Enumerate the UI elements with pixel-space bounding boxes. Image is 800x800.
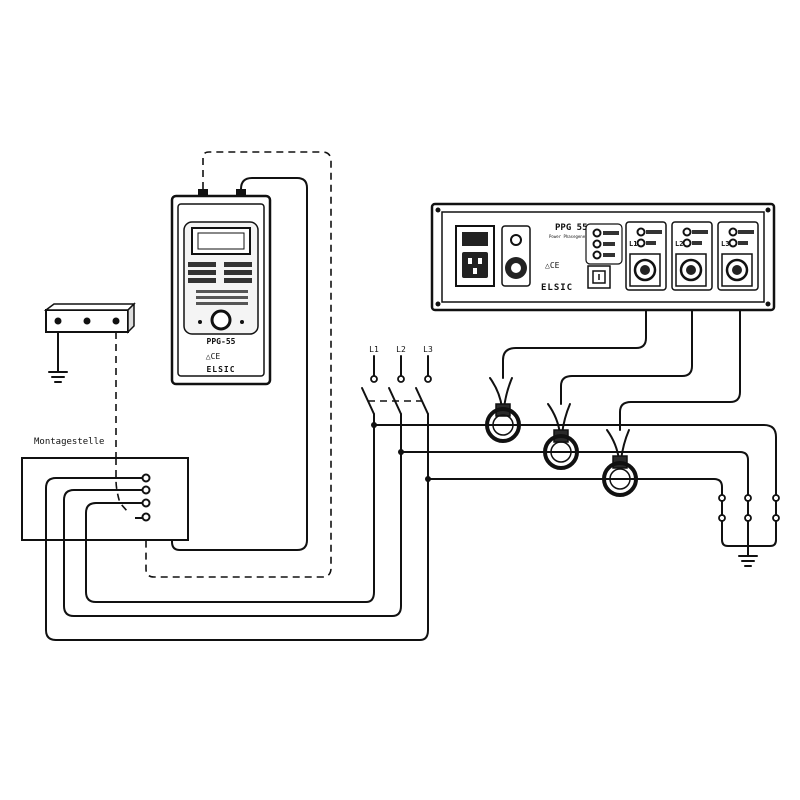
ground-terminal-bar	[43, 302, 136, 383]
current-clamp-l2	[543, 403, 579, 470]
indicator-group	[585, 223, 623, 289]
bus-line-l1	[373, 424, 777, 496]
handheld-model-label: PPG-55	[207, 337, 236, 346]
generator-model-label: PPG 55	[555, 223, 588, 233]
current-clamp-l1	[485, 377, 521, 443]
clamp-cable-l1	[502, 307, 647, 379]
handheld-brand-label: ELSIC	[206, 365, 235, 374]
bus-line-l3	[427, 478, 723, 496]
bus-line-l2	[400, 451, 749, 496]
phase-wire-l2	[63, 424, 402, 617]
clamp-cable-l2	[560, 307, 693, 405]
channel-label: L2	[675, 240, 683, 248]
rotary-knob	[210, 309, 232, 331]
generator-ce-mark: △CE	[545, 261, 560, 270]
terminal-screw	[112, 317, 120, 325]
generator-subtitle: Power Phasegenerator	[549, 234, 598, 239]
terminal-screw	[54, 317, 62, 325]
fuse-and-socket	[501, 225, 531, 287]
handheld-connector	[236, 189, 246, 196]
channel-module-l2: L2	[671, 221, 713, 291]
power-inlet	[455, 225, 495, 287]
generator-brand-label: ELSIC	[541, 283, 573, 293]
handheld-device: PPG-55 △CE ELSIC	[170, 189, 272, 386]
display-screen	[191, 227, 251, 255]
mount-point-box	[21, 457, 189, 541]
channel-module-l1: L1	[625, 221, 667, 291]
current-clamp-l3	[602, 429, 638, 497]
ground-symbol	[738, 555, 758, 567]
load-terminals	[718, 494, 780, 567]
clamp-cable-l3	[619, 307, 741, 431]
button-grid	[188, 262, 252, 305]
phase-bus	[371, 422, 777, 496]
handheld-ce-mark: △CE	[206, 352, 221, 361]
channel-module-l3: L3	[717, 221, 759, 291]
mount-point-terminals	[135, 473, 151, 522]
mount-point-label: Montagestelle	[34, 437, 104, 447]
ground-symbol	[48, 371, 68, 383]
handheld-connector	[198, 189, 208, 196]
terminal-screw	[83, 317, 91, 325]
dashed-sense-wire	[145, 151, 332, 578]
generator-panel: PPG 55 Power Phasegenerator △CE ELSIC L1	[430, 202, 776, 312]
phase-label-l2: L2	[396, 345, 406, 354]
phase-wire-l1	[85, 424, 375, 603]
phase-switch: L1 L2 L3	[361, 345, 433, 427]
phase-label-l1: L1	[369, 345, 379, 354]
channel-label: L3	[721, 240, 729, 248]
phase-wire-l3	[45, 424, 429, 641]
phase-label-l3: L3	[423, 345, 433, 354]
channel-label: L1	[629, 240, 637, 248]
